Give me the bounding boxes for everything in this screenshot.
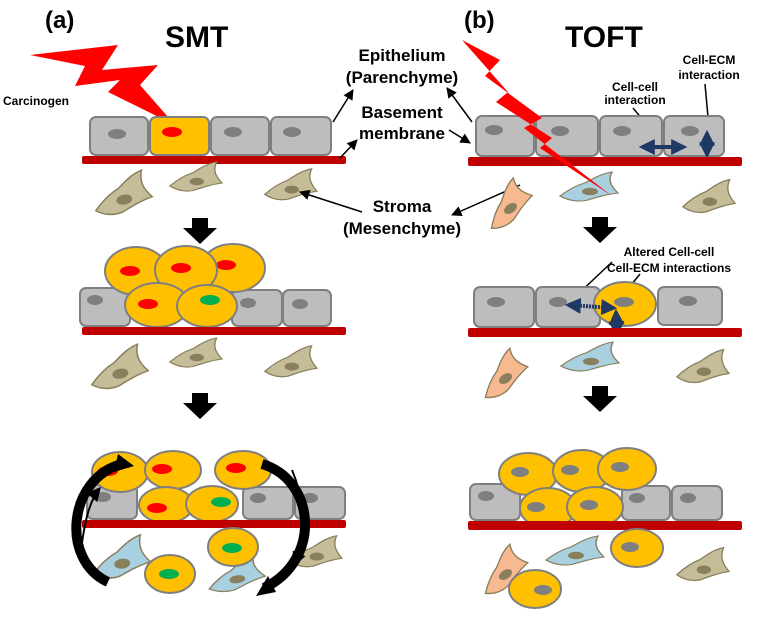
epithelium-label: Epithelium [359,46,446,65]
b-stage1-epithelium [475,115,725,157]
center-labels: Epithelium (Parenchyme) Basement membran… [299,46,521,238]
a-down-arrow-1 [183,218,217,244]
altered-ecm-label: Cell-ECM interactions [607,261,731,275]
ecm-interaction-label: interaction [678,68,739,82]
cell-ecm-label: Cell-ECM [683,53,736,67]
b-down-arrow-2 [583,386,617,412]
carcinogen-label: Carcinogen [3,94,69,108]
a-stage1-epithelium [89,116,332,156]
a-stroma-3 [88,527,343,595]
panel-a-letter: (a) [45,7,74,34]
carcinogen-bolt-b [462,40,612,196]
panel-a: (a) SMT Carcinogen [3,7,346,596]
panel-b-title: TOFT [565,21,643,54]
panel-a-title: SMT [165,21,228,54]
panel-b-letter: (b) [464,7,495,34]
cell-cell-label: Cell-cell [612,80,658,94]
a-basement-membrane-1 [82,156,346,164]
b-basement-membrane-2 [468,328,742,337]
altered-cell-cell-arrow [564,297,618,316]
altered-label: Altered Cell-cell [624,245,715,259]
b-down-arrow-1 [583,217,617,243]
b-stage2-epithelium [473,281,723,328]
a-invasion-arrowhead [256,576,276,596]
a-stage2-epithelium [79,243,332,328]
b-basement-membrane-3 [468,521,742,530]
membrane-label: membrane [359,124,445,143]
a-stroma-2 [85,337,318,393]
a-stroma-1 [89,161,318,219]
b-basement-membrane-1 [468,157,742,166]
panel-b: (b) TOFT Cell-cell interaction Cell-ECM … [462,7,742,609]
a-invasion-arrow-left [71,459,124,587]
a-basement-membrane-2 [82,327,346,335]
basement-label: Basement [361,103,443,122]
mesenchyme-label: (Mesenchyme) [343,219,461,238]
stroma-label: Stroma [373,197,432,216]
carcinogen-bolt [30,45,175,125]
a-down-arrow-2 [183,393,217,419]
b-stroma-3 [469,528,730,609]
a-basement-membrane-3 [82,520,346,528]
b-stage3-epithelium [469,447,723,529]
interaction-label: interaction [604,93,665,107]
parenchyme-label: (Parenchyme) [346,68,458,87]
